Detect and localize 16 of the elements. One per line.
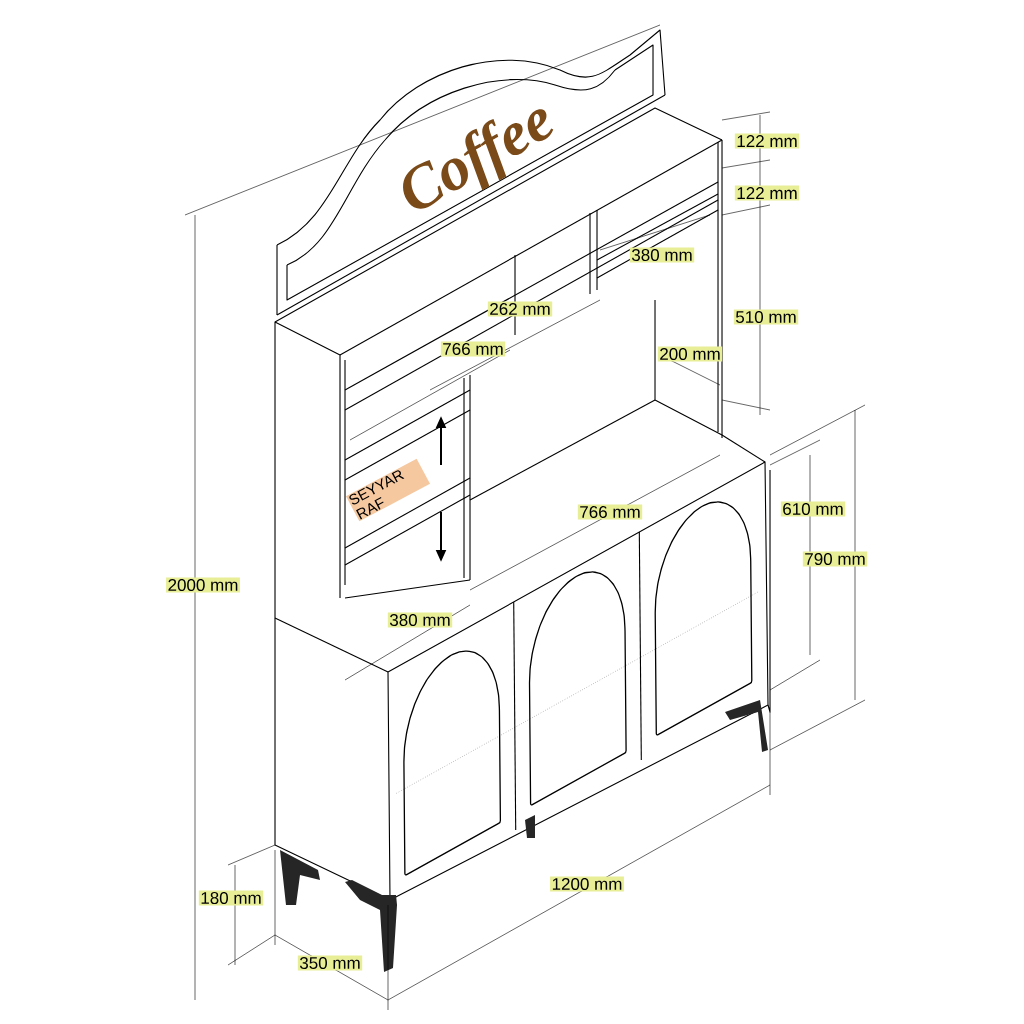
dimension-label: 262 mm bbox=[487, 301, 553, 317]
dimension-label: 510 mm bbox=[733, 309, 799, 325]
dimension-label: 122 mm bbox=[734, 185, 800, 201]
dimension-label: 380 mm bbox=[629, 247, 695, 263]
dimension-label: 380 mm bbox=[387, 612, 453, 628]
dimension-label: 790 mm bbox=[802, 551, 868, 567]
dimension-label: 610 mm bbox=[780, 501, 846, 517]
dimension-label: 200 mm bbox=[657, 346, 723, 362]
dimension-label: 180 mm bbox=[198, 890, 264, 906]
dimension-label: 2000 mm bbox=[166, 577, 240, 593]
sign-lettering: Coffee bbox=[403, 109, 554, 209]
dimension-label: 1200 mm bbox=[550, 876, 624, 892]
dimension-label: 350 mm bbox=[297, 955, 363, 971]
dimension-label: 122 mm bbox=[734, 133, 800, 149]
dimension-label: 766 mm bbox=[440, 341, 506, 357]
dimension-label: 766 mm bbox=[577, 504, 643, 520]
